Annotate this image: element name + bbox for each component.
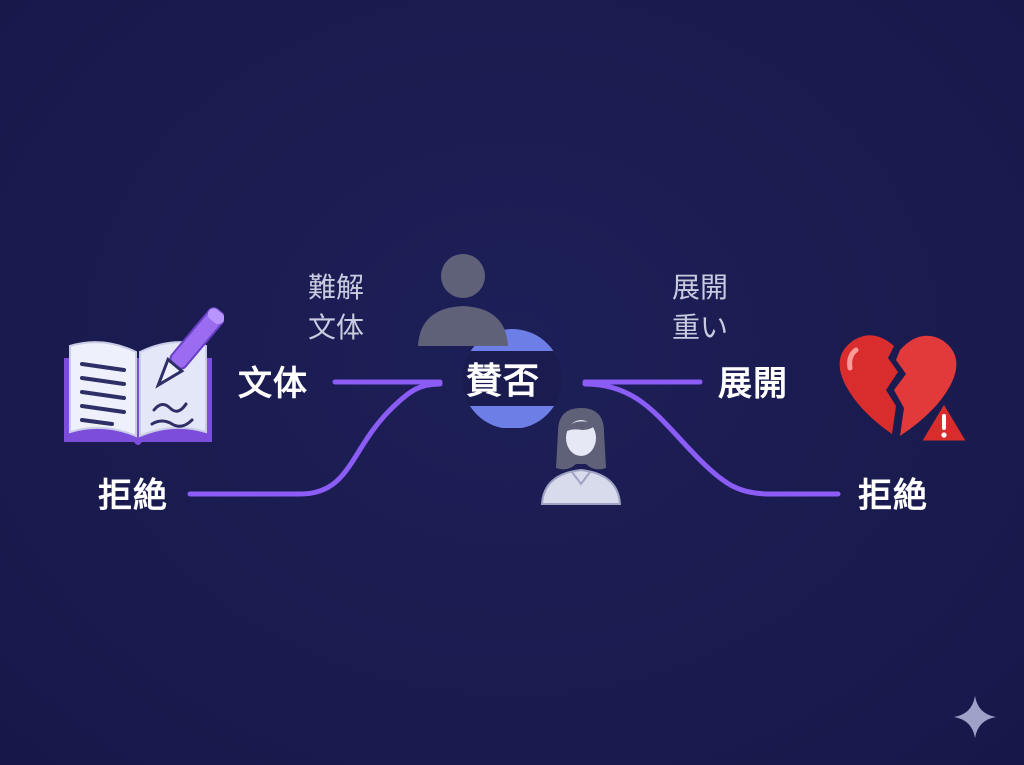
connector-left-bottom: [187, 381, 443, 497]
left-note: 難解 文体: [308, 268, 364, 348]
right-branch-bottom-label: 拒絶: [858, 476, 928, 516]
book-pen-icon: [64, 307, 224, 445]
right-note-line-2: 重い: [672, 311, 729, 344]
right-note: 展開 重い: [672, 268, 728, 348]
right-note-line-1: 展開: [672, 271, 729, 304]
sparkle-icon: [954, 696, 996, 738]
woman-avatar-icon: [540, 408, 622, 505]
left-note-line-2: 文体: [308, 311, 365, 344]
person-silhouette-icon: [418, 254, 508, 346]
left-note-line-1: 難解: [308, 271, 365, 304]
left-branch-bottom-label: 拒絶: [98, 476, 168, 516]
broken-heart-warning-icon: [839, 335, 970, 444]
connector-right-bottom: [582, 381, 841, 497]
right-branch-top-label: 展開: [718, 364, 788, 404]
center-label: 賛否: [466, 361, 541, 402]
left-branch-top-label: 文体: [238, 364, 308, 404]
